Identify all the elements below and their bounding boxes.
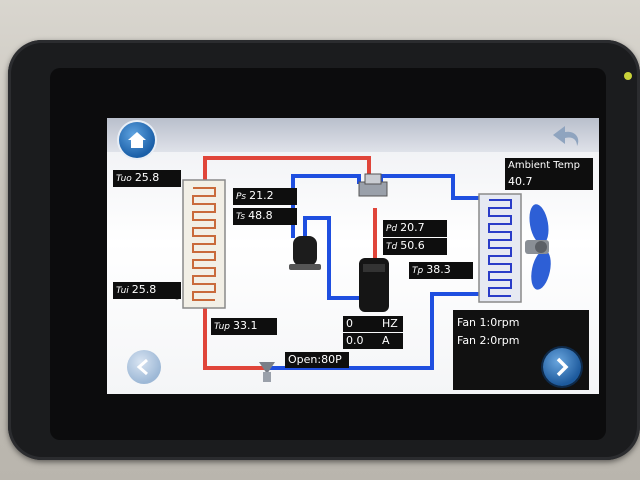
home-button[interactable] xyxy=(119,122,155,158)
home-icon xyxy=(128,132,146,148)
top-bar xyxy=(107,118,599,152)
condenser-coil xyxy=(478,193,522,303)
evaporator-coil xyxy=(182,179,226,309)
ambient-temp-value: 40.7 xyxy=(505,174,593,190)
back-button[interactable] xyxy=(547,124,589,152)
compressor-hz-unit: HZ xyxy=(379,316,403,332)
fan-1-status: Fan 1:0rpm xyxy=(457,316,520,329)
expansion-valve-icon xyxy=(259,362,275,382)
expansion-valve-open: Open:80P xyxy=(285,352,349,368)
previous-page-button[interactable] xyxy=(127,350,161,384)
four-way-valve-icon xyxy=(358,173,388,197)
power-led xyxy=(624,72,632,80)
compressor-hz-value: 0 xyxy=(343,316,379,332)
right-arrow-icon xyxy=(556,357,569,377)
next-page-button[interactable] xyxy=(543,348,581,386)
fan-2-status: Fan 2:0rpm xyxy=(457,334,520,347)
left-arrow-icon xyxy=(136,358,148,376)
compressor-amp-unit: A xyxy=(379,333,403,349)
refrigerant-diagram xyxy=(113,156,551,382)
compressor-amp-value: 0.0 xyxy=(343,333,379,349)
ambient-temp-title: Ambient Temp xyxy=(505,158,593,174)
back-arrow-icon xyxy=(553,126,579,146)
accumulator-icon xyxy=(289,236,321,270)
compressor-icon xyxy=(359,258,389,312)
fan-icon xyxy=(525,204,551,290)
